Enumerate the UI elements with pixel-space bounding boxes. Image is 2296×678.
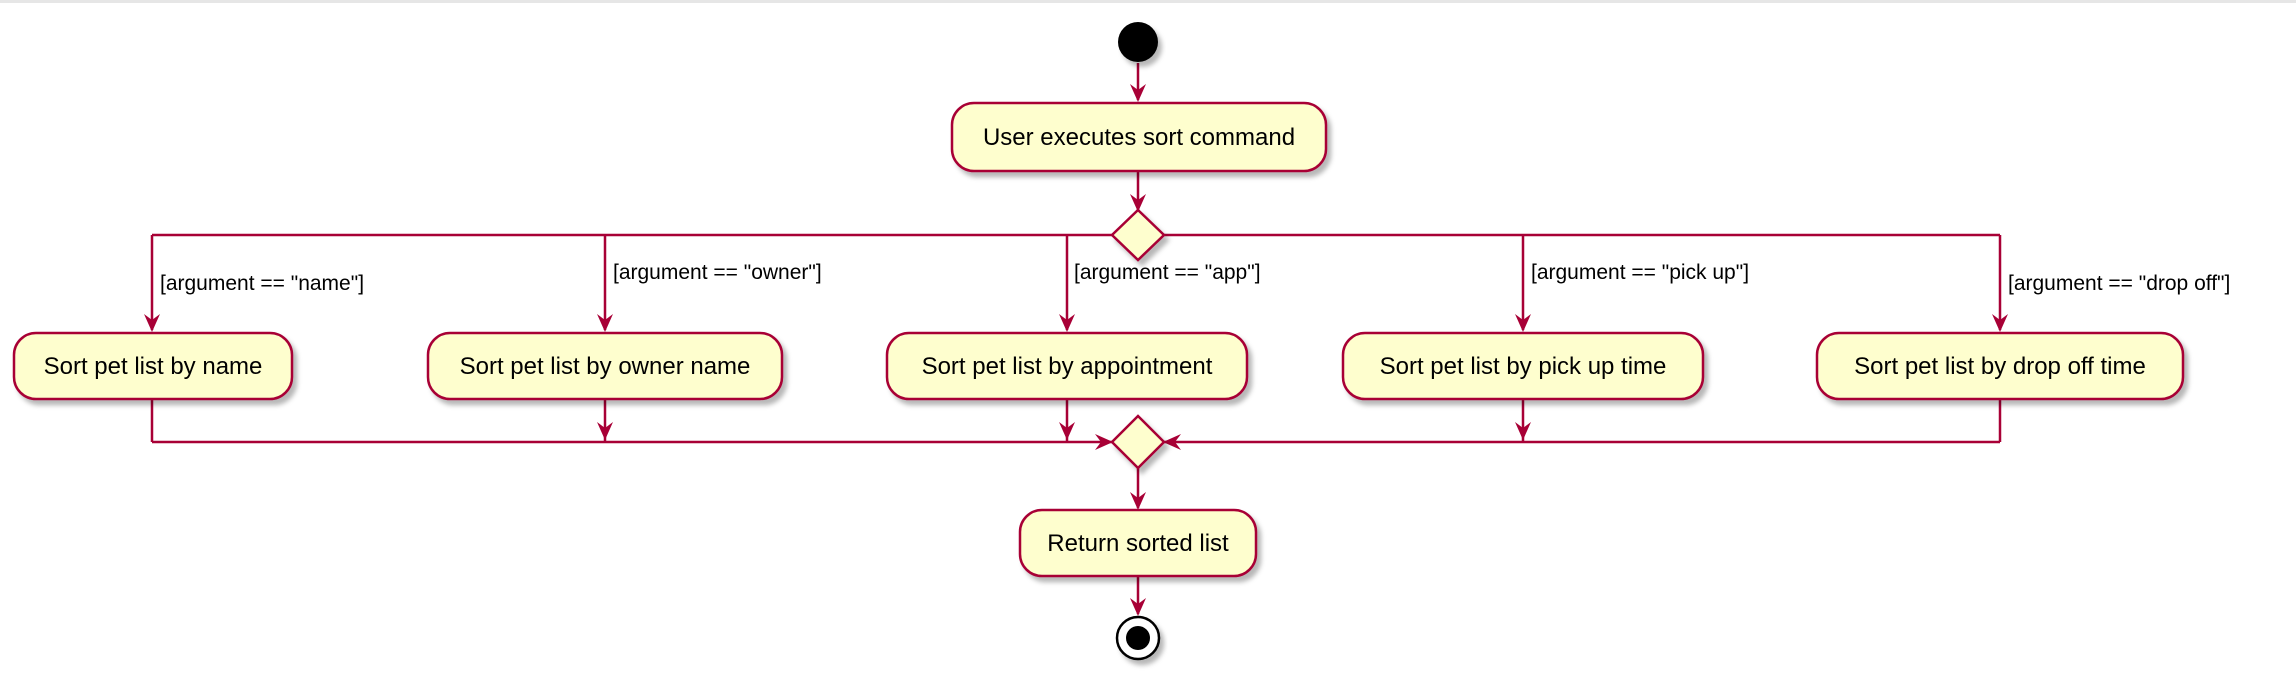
action-sort-name-label: Sort pet list by name [44,353,263,380]
arrowhead-execute [1130,84,1146,102]
action-sort-pickup-label: Sort pet list by pick up time [1380,353,1667,380]
arrowhead-pickup [1515,314,1531,332]
action-sort-app: Sort pet list by appointment [885,331,1249,401]
action-return-label: Return sorted list [1047,530,1229,557]
edges [150,63,2002,614]
arrowhead-branch [1130,194,1146,212]
arrowheads [144,84,2008,616]
action-sort-name: Sort pet list by name [12,331,294,401]
arrowhead-app [1059,314,1075,332]
arrowhead-pickup-down [1515,422,1531,440]
guard-pickup: [argument == "pick up"] [1531,261,1749,284]
merge-diamond [1110,414,1166,470]
guard-name: [argument == "name"] [160,272,364,295]
start-node [1118,22,1158,62]
arrowhead-owner-down [597,422,613,440]
action-return: Return sorted list [1018,508,1258,578]
arrowhead-end [1130,598,1146,616]
arrowhead-owner [597,314,613,332]
end-node [1115,615,1161,661]
top-divider [0,0,2296,3]
action-sort-pickup: Sort pet list by pick up time [1341,331,1705,401]
arrowhead-dropoff [1992,314,2008,332]
action-sort-dropoff: Sort pet list by drop off time [1815,331,2185,401]
arrowhead-app-down [1059,422,1075,440]
action-sort-owner: Sort pet list by owner name [426,331,784,401]
guard-owner: [argument == "owner"] [613,261,822,284]
action-execute-label: User executes sort command [983,124,1295,151]
guard-dropoff: [argument == "drop off"] [2008,272,2230,295]
arrowhead-merge-left [1095,434,1113,450]
branch-diamond [1110,208,1166,262]
guard-app: [argument == "app"] [1074,261,1261,284]
action-sort-dropoff-label: Sort pet list by drop off time [1854,353,2146,380]
action-sort-owner-label: Sort pet list by owner name [460,353,751,380]
action-sort-app-label: Sort pet list by appointment [922,353,1213,380]
arrowhead-name [144,314,160,332]
action-execute: User executes sort command [950,101,1328,173]
arrowhead-merge-right [1163,434,1181,450]
arrowhead-return [1130,492,1146,510]
